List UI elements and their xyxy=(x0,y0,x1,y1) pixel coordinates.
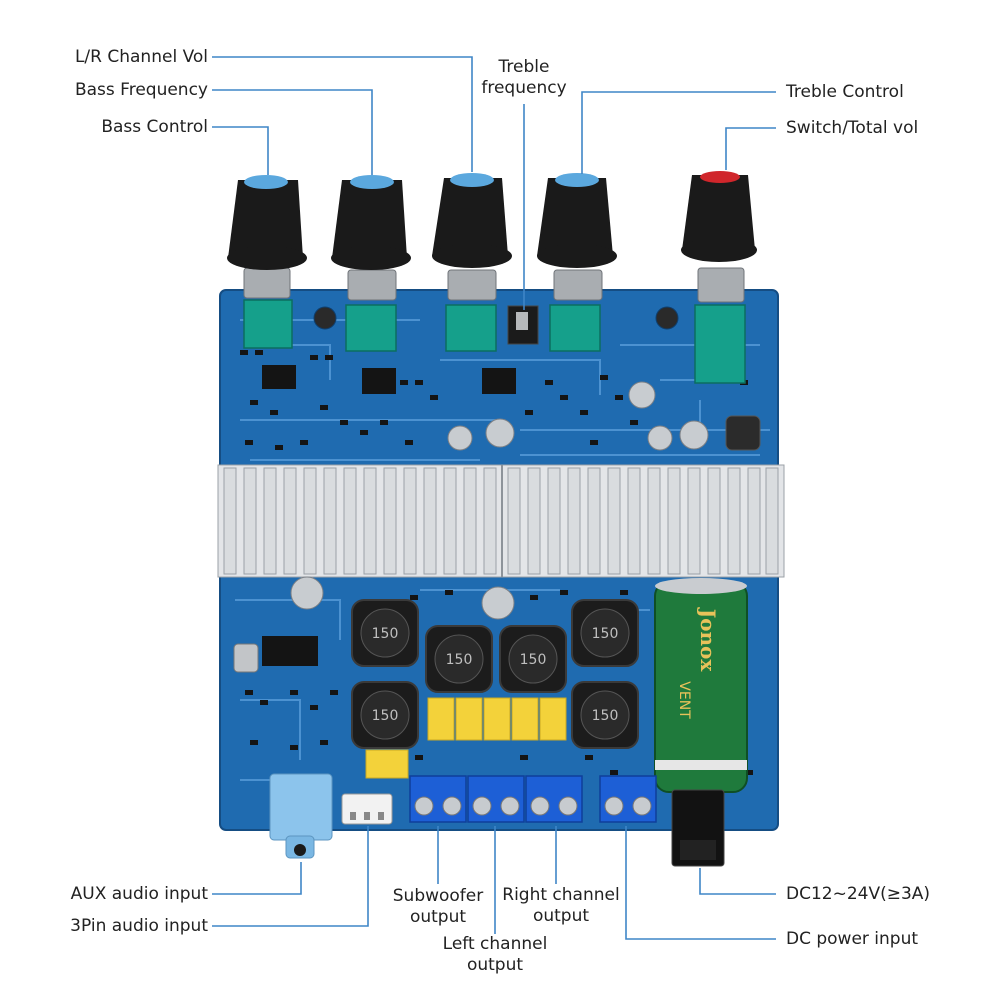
label-dc-power-input: DC power input xyxy=(786,929,919,949)
knob-bass-frequency[interactable] xyxy=(331,175,411,301)
inductor-label: 150 xyxy=(372,626,399,642)
label-subwoofer-output-line2: output xyxy=(409,907,467,927)
inductor-label: 150 xyxy=(592,626,619,642)
label-dc-voltage: DC12~24V(≥3A) xyxy=(786,884,931,904)
knob-lr-channel-vol[interactable] xyxy=(432,173,512,301)
smd-components-top xyxy=(240,306,761,451)
film-capacitors xyxy=(427,697,567,741)
callout-lines xyxy=(212,56,776,940)
label-treble-control: Treble Control xyxy=(786,82,904,102)
label-treble-frequency-line1: Treble xyxy=(498,57,550,77)
label-treble-frequency-line2: frequency xyxy=(481,78,567,98)
output-terminals[interactable] xyxy=(409,775,657,823)
capacitor-brand: Jonox xyxy=(696,607,720,673)
inductor-label: 150 xyxy=(372,708,399,724)
label-lr-channel-vol: L/R Channel Vol xyxy=(74,47,208,67)
label-left-channel-output-line2: output xyxy=(466,955,524,975)
label-right-channel-output-line2: output xyxy=(532,906,590,926)
label-3pin-audio-input: 3Pin audio input xyxy=(70,916,208,936)
label-left-channel-output-line1: Left channel xyxy=(442,934,548,954)
main-capacitor: Jonox VENT xyxy=(654,578,748,793)
inductor-label: 150 xyxy=(446,652,473,668)
label-bass-frequency: Bass Frequency xyxy=(74,80,208,100)
potentiometers xyxy=(243,299,746,384)
inductor-label: 150 xyxy=(520,652,547,668)
smd-components-bottom xyxy=(233,576,753,779)
inductor-label: 150 xyxy=(592,708,619,724)
knob-switch-total-vol[interactable] xyxy=(681,171,757,303)
inductors: 150 150 150 150 150 150 xyxy=(351,599,639,749)
label-right-channel-output-line1: Right channel xyxy=(502,885,620,905)
label-switch-total-vol: Switch/Total vol xyxy=(786,118,919,138)
heatsink xyxy=(217,464,785,578)
aux-jack[interactable] xyxy=(269,773,333,859)
capacitor-series: VENT xyxy=(676,681,692,719)
label-aux-audio-input: AUX audio input xyxy=(70,884,208,904)
dc-jack[interactable] xyxy=(671,789,725,867)
knob-treble-control[interactable] xyxy=(537,173,617,301)
label-subwoofer-output-line1: Subwoofer xyxy=(392,886,484,906)
knob-bass-control[interactable] xyxy=(227,175,307,299)
label-bass-control: Bass Control xyxy=(101,117,208,137)
three-pin-connector[interactable] xyxy=(341,793,393,825)
